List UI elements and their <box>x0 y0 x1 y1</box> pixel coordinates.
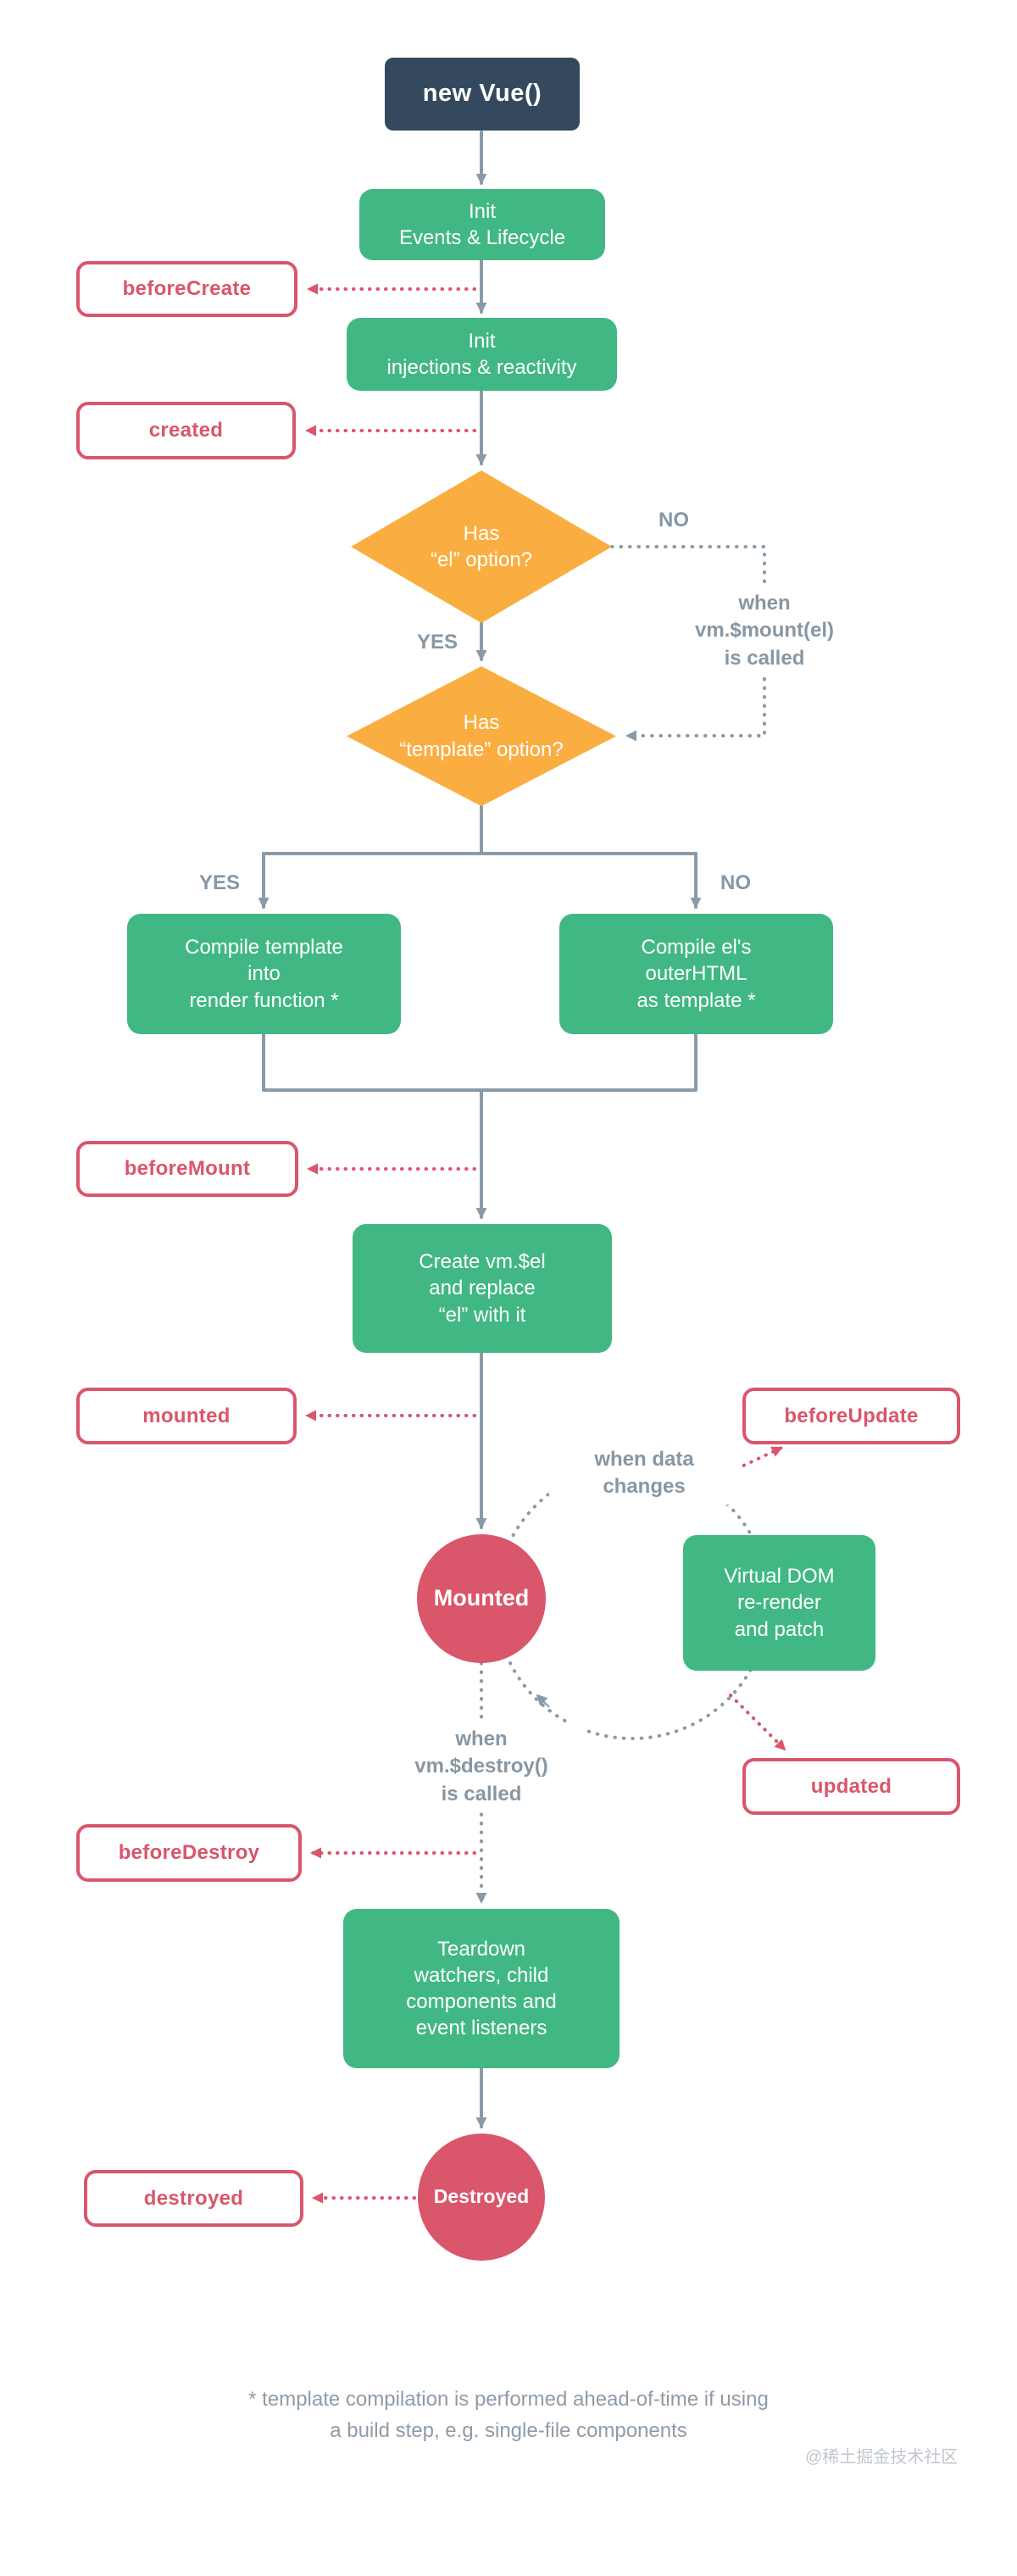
virtual-dom-node: Virtual DOM re-render and patch <box>683 1535 875 1671</box>
destroyed-state-circle: Destroyed <box>418 2134 545 2261</box>
hook-before-mount: beforeMount <box>76 1141 298 1197</box>
edge-compile-merge <box>262 1032 697 1092</box>
label-when-data: when data changes <box>549 1443 739 1505</box>
teardown-node: Teardown watchers, child components and … <box>343 1909 620 2068</box>
label-when-mount: when vm.$mount(el) is called <box>654 587 875 676</box>
create-vmel-node: Create vm.$el and replace “el” with it <box>353 1224 612 1353</box>
new-vue-node: new Vue() <box>385 58 580 131</box>
update-loop-arrow <box>536 1694 550 1708</box>
hook-before-update: beforeUpdate <box>742 1388 960 1444</box>
label-yes-el: YES <box>416 631 458 654</box>
hook-destroyed: destroyed <box>84 2170 303 2227</box>
init-events-node: Init Events & Lifecycle <box>359 189 605 260</box>
edge-template-split <box>262 804 697 855</box>
compile-template-node: Compile template into render function * <box>127 914 401 1034</box>
footnote: * template compilation is performed ahea… <box>248 2388 769 2443</box>
edge-no-el-to-mount-wait <box>610 545 766 742</box>
hook-updated: updated <box>742 1758 960 1815</box>
hook-mounted: mounted <box>76 1388 297 1444</box>
init-injections-node: Init injections & reactivity <box>347 318 617 391</box>
mounted-state-circle: Mounted <box>417 1534 546 1663</box>
compile-el-node: Compile el's outerHTML as template * <box>559 914 833 1034</box>
label-no-el: NO <box>659 509 689 531</box>
watermark: @稀土掘金技术社区 <box>805 2448 959 2467</box>
edge-hook-updated <box>729 1694 786 1751</box>
hook-before-create: beforeCreate <box>76 261 297 317</box>
label-yes-template: YES <box>198 871 241 894</box>
label-when-destroy: when vm.$destroy() is called <box>380 1722 583 1812</box>
hook-created: created <box>76 402 296 459</box>
hook-before-destroy: beforeDestroy <box>76 1824 302 1882</box>
label-no-template: NO <box>720 871 751 894</box>
